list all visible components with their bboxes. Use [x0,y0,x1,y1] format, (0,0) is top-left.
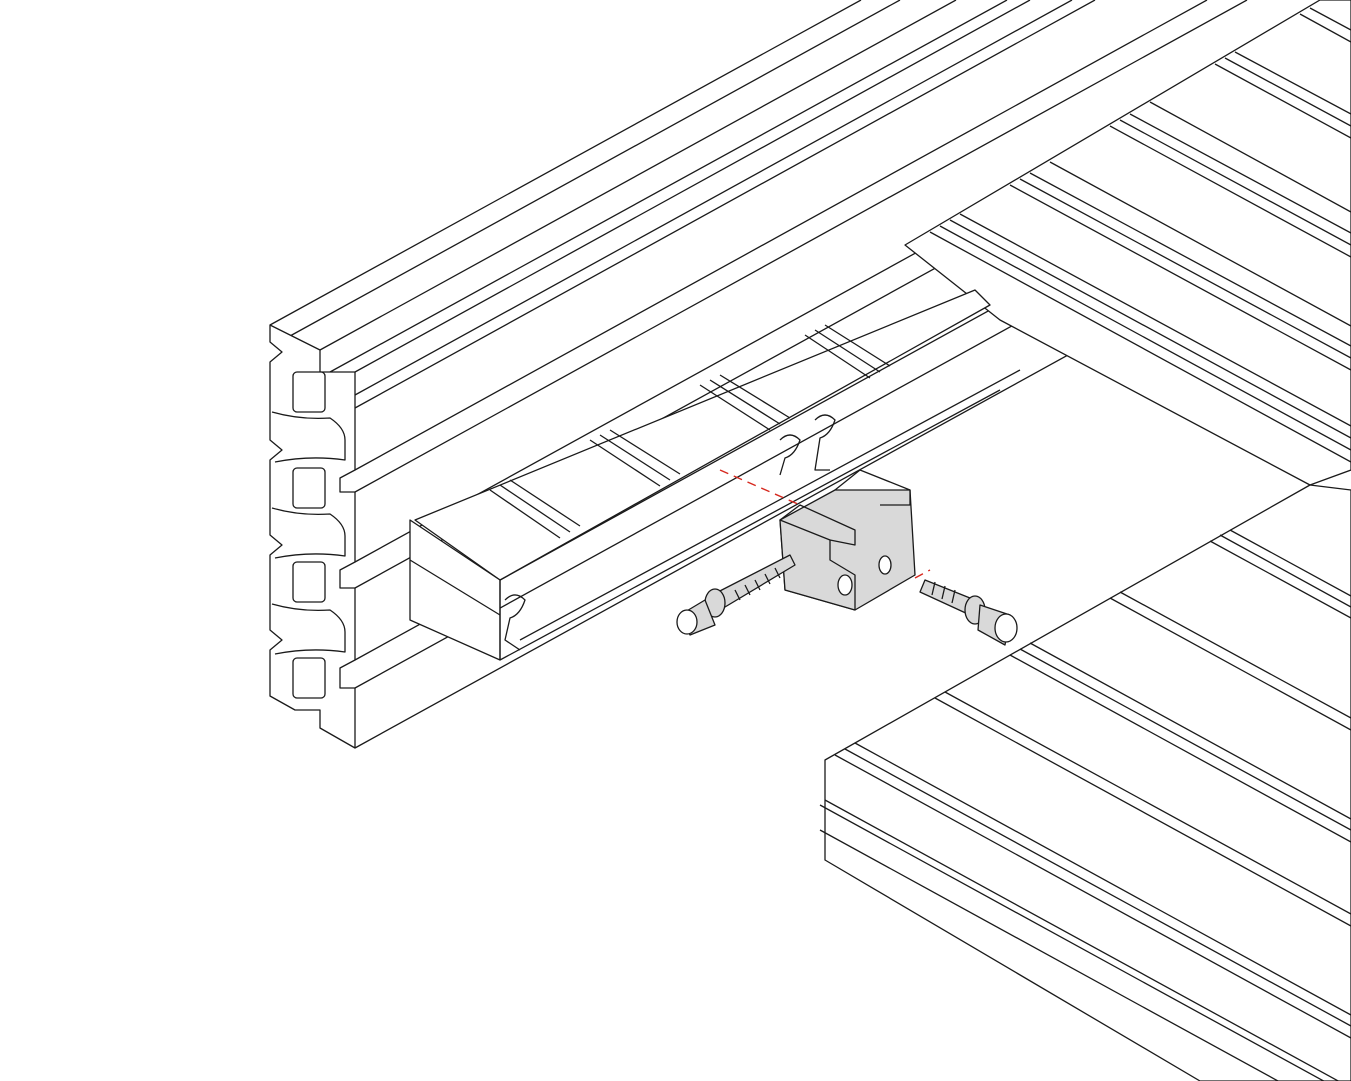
right-screw [919,579,1018,646]
upper-decking-boards [904,0,1351,486]
lower-decking-board [819,484,1351,1081]
connector-clip [779,469,916,611]
left-screw [676,554,796,636]
joist-board [409,289,1021,661]
profile-end-face [269,324,356,749]
